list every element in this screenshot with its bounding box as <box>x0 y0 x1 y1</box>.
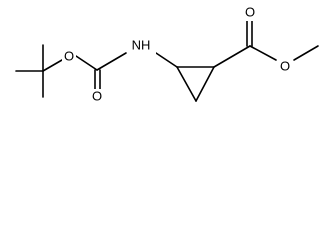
amine-nitrogen-label: NH <box>132 37 151 52</box>
bond-ester-oxygen-to-methyl <box>293 45 319 61</box>
carbamate-group <box>75 52 127 90</box>
tert-butyl-group <box>15 44 63 98</box>
bond-ring-to-ester-carbon <box>213 45 251 68</box>
boc-ester-oxygen-label: O <box>64 48 74 63</box>
methyl-ester-group <box>213 18 319 68</box>
bond-ring-right-bottom <box>195 66 215 102</box>
boc-carbonyl-oxygen-label: O <box>92 88 102 103</box>
molecule-canvas: O O NH O O <box>0 0 324 118</box>
bond-nitrogen-to-ring <box>155 52 178 68</box>
cyclopropane-ring <box>155 52 215 102</box>
bond-carbonyl-to-nitrogen <box>96 52 127 71</box>
atom-labels: O O NH O O <box>62 4 292 105</box>
bond-ring-left-bottom <box>176 66 197 102</box>
bond-oxygen-to-carbonyl <box>75 55 98 71</box>
methyl-ester-oxygen-label: O <box>280 58 290 73</box>
methyl-ester-carbonyl-oxygen-label: O <box>245 4 255 19</box>
bond-ester-carbon-to-oxygen <box>249 45 277 61</box>
skeletal-formula: O O NH O O <box>15 4 319 105</box>
bond-tbutyl-to-oxygen <box>42 59 63 72</box>
